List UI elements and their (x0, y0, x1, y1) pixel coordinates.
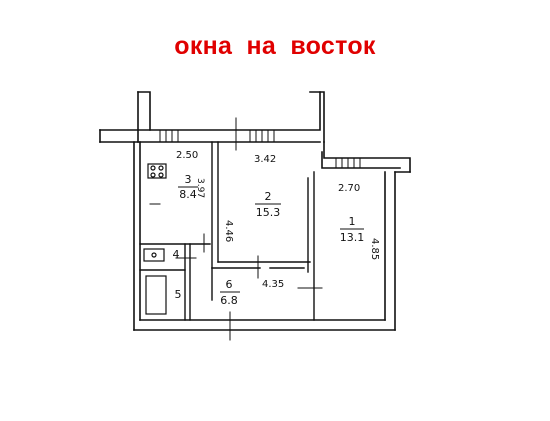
dim-top-right: 2.70 (338, 183, 360, 194)
dim-room1-side: 4.85 (369, 238, 380, 260)
sink-icon (143, 248, 165, 262)
room-area: 8.4 (179, 188, 197, 201)
plan-caption: окна на восток (174, 32, 376, 60)
dimension-labels: 2.50 3.42 2.70 4.35 4.46 3.97 4.85 (176, 150, 380, 290)
door-marks (149, 117, 323, 341)
room-number: 3 (185, 173, 192, 186)
dim-hall-side: 4.35 (262, 279, 284, 290)
stove-icon (147, 163, 167, 179)
room-area: 13.1 (340, 231, 365, 244)
dim-top-middle: 3.42 (254, 154, 276, 165)
dim-room3-side: 3.97 (195, 178, 205, 198)
window-icon (159, 129, 361, 169)
bathtub-icon (145, 275, 167, 315)
room-area: 6.8 (220, 294, 238, 307)
room-number: 5 (175, 288, 182, 301)
dim-room2-side: 4.46 (223, 220, 234, 242)
outer-walls (99, 91, 411, 331)
room-number: 4 (173, 248, 180, 261)
interior-walls (139, 141, 315, 321)
room-number: 2 (265, 190, 272, 203)
dim-top-left: 2.50 (176, 150, 198, 161)
room-area: 15.3 (256, 206, 281, 219)
room-labels: 3 8.4 2 15.3 1 13.1 6 6.8 4 5 (173, 173, 365, 307)
room-number: 1 (349, 215, 356, 228)
room-number: 6 (226, 278, 233, 291)
